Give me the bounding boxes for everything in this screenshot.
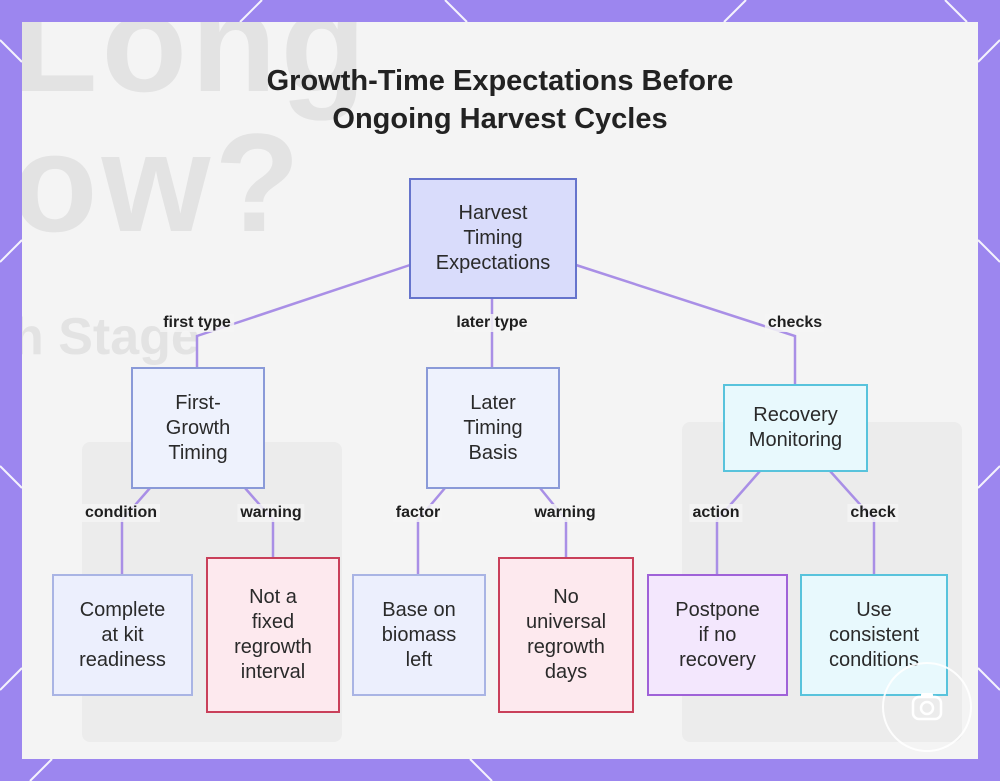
node-line: Later: [470, 391, 516, 414]
node-no-universal-regrowth-days: No universal regrowth days: [498, 557, 634, 713]
node-line: universal: [525, 611, 607, 633]
node-complete-at-kit-readiness: Complete at kit readiness: [52, 574, 193, 696]
title-line-2: Ongoing Harvest Cycles: [332, 103, 668, 135]
node-line: Monitoring: [748, 429, 843, 451]
title-line-1: Growth-Time Expectations Before: [266, 65, 734, 97]
edge-label-factor: factor: [392, 504, 444, 522]
node-line: Basis: [468, 441, 518, 464]
node-line: Timing: [463, 416, 523, 439]
node-line: at kit: [101, 623, 144, 646]
node-line: Use: [856, 598, 892, 621]
node-line: Recovery: [753, 404, 838, 426]
node-line: Base on: [382, 598, 456, 621]
node-line: recovery: [679, 648, 756, 671]
background-ghost-text: Long: [22, 22, 371, 121]
diagram-title: Growth-Time Expectations Before Ongoing …: [0, 62, 1000, 138]
edge-label-action: action: [689, 504, 743, 522]
node-harvest-timing-expectations: Harvest Timing Expectations: [409, 178, 577, 299]
edge-later-base: [416, 487, 446, 574]
node-line: interval: [240, 661, 306, 683]
edge-label-check: check: [847, 504, 899, 522]
node-line: Expectations: [435, 252, 551, 274]
node-line: consistent: [828, 623, 920, 646]
camera-icon-glyph: [911, 693, 943, 721]
node-line: Not a: [249, 586, 297, 608]
edge-label-warning: warning: [531, 504, 599, 522]
node-line: biomass: [381, 623, 457, 646]
edge-recovery-postpone: [715, 470, 761, 574]
node-line: conditions: [828, 648, 920, 671]
edge-first-complete: [120, 487, 151, 574]
edge-label-checks: checks: [764, 314, 826, 332]
node-line: Timing: [463, 227, 523, 249]
node-later-timing-basis: Later Timing Basis: [426, 367, 560, 489]
node-line: Complete: [79, 598, 166, 621]
edge-label-later-type: later type: [453, 314, 531, 332]
node-base-on-biomass-left: Base on biomass left: [352, 574, 486, 696]
edge-recovery-consistent: [829, 470, 876, 574]
edge-root-first-growth: [195, 263, 411, 368]
edge-first-notfixed: [244, 487, 275, 557]
edge-later-nouniversal: [539, 487, 568, 557]
node-line: fixed: [251, 611, 295, 633]
node-line: Timing: [168, 441, 228, 464]
node-line: Growth: [165, 416, 231, 439]
node-line: regrowth: [527, 636, 605, 658]
node-line: days: [544, 661, 588, 683]
node-recovery-monitoring: Recovery Monitoring: [723, 384, 868, 472]
node-line: left: [405, 648, 433, 671]
edge-label-first-type: first type: [160, 314, 234, 332]
node-line: First-: [175, 391, 221, 414]
node-line: No: [553, 586, 579, 608]
node-line: Harvest: [458, 202, 528, 224]
edge-label-warning: warning: [237, 504, 305, 522]
node-line: readiness: [79, 648, 166, 671]
node-line: regrowth: [234, 636, 312, 658]
node-use-consistent-conditions: Use consistent conditions: [800, 574, 948, 696]
camera-icon: [882, 662, 972, 752]
node-line: Postpone: [675, 598, 760, 621]
edge-label-condition: condition: [82, 504, 160, 522]
background-ghost-text: ow?: [22, 104, 304, 261]
node-first-growth-timing: First- Growth Timing: [131, 367, 265, 489]
edge-root-recovery: [575, 263, 797, 384]
node-line: if no: [698, 623, 737, 646]
node-not-a-fixed-regrowth-interval: Not a fixed regrowth interval: [206, 557, 340, 713]
node-postpone-if-no-recovery: Postpone if no recovery: [647, 574, 788, 696]
